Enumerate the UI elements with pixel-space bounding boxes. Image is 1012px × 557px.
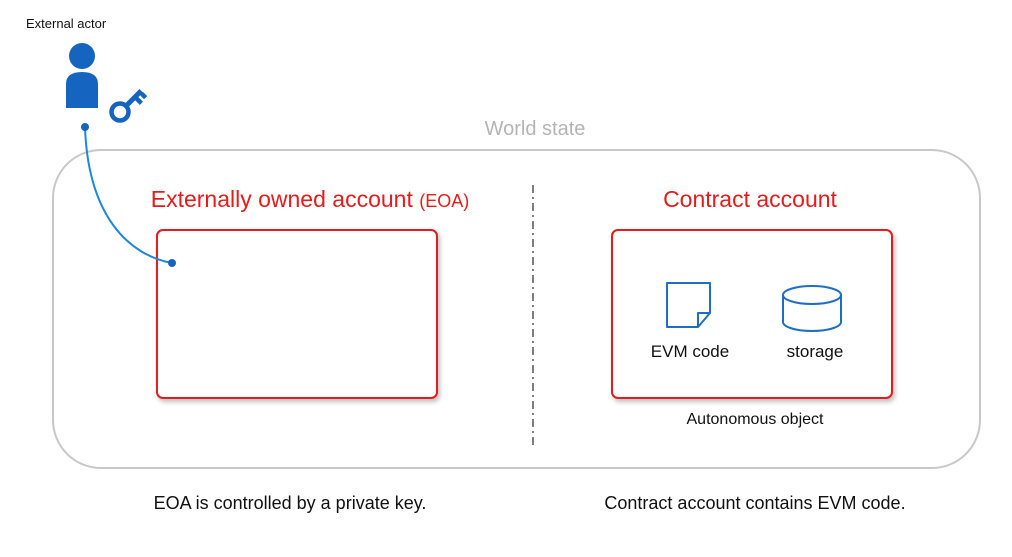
document-icon [666,282,711,328]
external-actor-label: External actor [26,16,107,31]
contract-title: Contract account [663,186,837,212]
eoa-box [156,229,438,399]
evm-code-label: EVM code [650,342,730,361]
eoa-abbrev: (EOA) [419,191,470,211]
autonomous-object-label: Autonomous object [686,411,824,428]
storage-label: storage [786,342,844,361]
eoa-title-text: Externally owned account [150,186,413,212]
eoa-caption: EOA is controlled by a private key. [153,493,427,513]
key-icon [109,89,148,123]
actor-eoa-link [81,123,176,267]
world-state-label: World state [484,118,586,140]
person-icon [66,43,98,108]
contract-box [611,229,893,399]
eoa-title: Externally owned account (EOA) [110,186,510,213]
database-cylinder-icon [782,285,842,332]
contract-caption: Contract account contains EVM code. [604,493,906,513]
